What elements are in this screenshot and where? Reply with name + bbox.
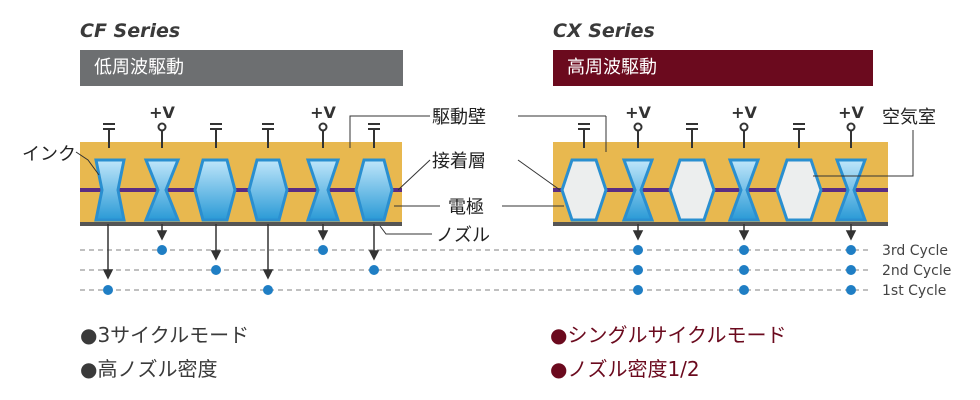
cycle-lines bbox=[80, 249, 872, 291]
droplet bbox=[211, 265, 221, 275]
ground-symbol-2 bbox=[210, 123, 222, 148]
cf-chamber-2 bbox=[143, 158, 181, 222]
ground-symbol-5 bbox=[578, 123, 590, 148]
air-chamber-label: 空気室 bbox=[882, 107, 936, 128]
pv-label-3: +V bbox=[625, 103, 651, 122]
ground-symbol-1 bbox=[103, 123, 115, 148]
cx-series-title: CX Series bbox=[553, 20, 655, 42]
low-frequency-drive-bar: 低周波駆動 bbox=[80, 50, 403, 86]
cycle-label-1st: 1st Cycle bbox=[882, 283, 946, 299]
cx-air-chamber-3 bbox=[775, 158, 823, 222]
droplet bbox=[263, 285, 273, 295]
droplet bbox=[846, 285, 856, 295]
ground-symbol-7 bbox=[793, 123, 805, 148]
pv-terminal-2 bbox=[318, 122, 328, 148]
cf-chamber-1 bbox=[94, 158, 126, 222]
cf-chamber-5 bbox=[305, 158, 341, 222]
cf-chamber-3 bbox=[193, 158, 237, 222]
cx-air-chamber-2 bbox=[668, 158, 716, 222]
pv-terminal-3 bbox=[633, 122, 643, 148]
pv-label-1: +V bbox=[149, 103, 175, 122]
pv-label-4: +V bbox=[731, 103, 757, 122]
cycle-label-2nd: 2nd Cycle bbox=[882, 263, 951, 279]
cf-chambers bbox=[94, 158, 394, 222]
cf-chamber-4 bbox=[247, 158, 289, 222]
electrode-label: 電極 bbox=[448, 197, 484, 218]
nozzle-label: ノズル bbox=[436, 225, 490, 246]
droplet bbox=[846, 265, 856, 275]
cf-feature-list: ●3サイクルモード ●高ノズル密度 bbox=[80, 318, 249, 386]
cx-ink-chamber-3 bbox=[834, 158, 868, 222]
cx-air-chamber-1 bbox=[560, 158, 608, 222]
cx-feature-list: ●シングルサイクルモード ●ノズル密度1/2 bbox=[550, 318, 786, 386]
drive-wall-label: 駆動壁 bbox=[432, 107, 486, 128]
adhesive-leader bbox=[397, 159, 431, 191]
ground-symbol-3 bbox=[262, 123, 274, 148]
droplet bbox=[103, 285, 113, 295]
pv-label-2: +V bbox=[310, 103, 336, 122]
droplet bbox=[633, 285, 643, 295]
ground-symbol-4 bbox=[368, 123, 380, 148]
droplet bbox=[846, 245, 856, 255]
cx-chambers bbox=[560, 158, 868, 222]
cf-terminals bbox=[103, 122, 380, 148]
cx-feature-half-density: ●ノズル密度1/2 bbox=[550, 357, 700, 381]
droplets bbox=[103, 245, 856, 295]
droplet bbox=[318, 245, 328, 255]
ground-symbol-6 bbox=[686, 123, 698, 148]
drive-wall-leader bbox=[349, 115, 430, 148]
droplet bbox=[369, 265, 379, 275]
cx-ink-chamber-1 bbox=[621, 158, 655, 222]
pv-terminal-1 bbox=[157, 122, 167, 148]
ink-leader bbox=[75, 151, 100, 176]
ink-label: インク bbox=[22, 144, 76, 165]
cx-ink-chamber-2 bbox=[727, 158, 761, 222]
adhesive-label: 接着層 bbox=[432, 151, 486, 172]
nozzle-leader bbox=[379, 225, 432, 235]
cf-feature-3-cycle: ●3サイクルモード bbox=[80, 323, 250, 347]
droplet bbox=[739, 245, 749, 255]
pv-terminal-4 bbox=[739, 122, 749, 148]
droplet bbox=[157, 245, 167, 255]
cf-series-title: CF Series bbox=[80, 20, 181, 42]
adhesive-leader-right bbox=[517, 159, 561, 191]
leader-lines bbox=[75, 115, 914, 235]
cx-terminals bbox=[578, 122, 856, 148]
droplet bbox=[739, 285, 749, 295]
high-frequency-drive-bar: 高周波駆動 bbox=[553, 50, 873, 86]
ejection-arrows bbox=[102, 224, 857, 280]
pv-terminal-5 bbox=[846, 122, 856, 148]
droplet bbox=[633, 245, 643, 255]
cf-feature-high-density: ●高ノズル密度 bbox=[80, 357, 218, 381]
cx-substrate bbox=[553, 142, 888, 224]
droplet bbox=[633, 265, 643, 275]
cx-feature-single-cycle: ●シングルサイクルモード bbox=[550, 323, 787, 347]
cycle-label-3rd: 3rd Cycle bbox=[882, 243, 948, 259]
air-chamber-leader bbox=[813, 130, 914, 177]
pv-label-5: +V bbox=[838, 103, 864, 122]
cf-chamber-6 bbox=[354, 158, 394, 222]
droplet bbox=[739, 265, 749, 275]
cf-substrate bbox=[80, 142, 402, 224]
